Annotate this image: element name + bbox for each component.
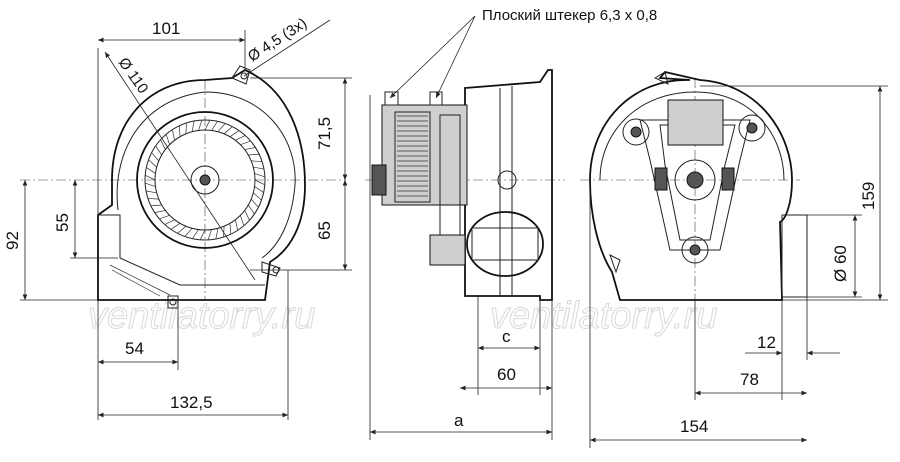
- dim-c: c: [502, 327, 511, 346]
- rear-view-dimensions: 159 Ø 60 12 78 154: [589, 85, 888, 448]
- front-view-dimensions: 101 Ø 4,5 (3x) Ø 110 71,5 65 92 55 54 13…: [3, 15, 352, 420]
- dim-65: 65: [315, 221, 334, 240]
- watermark-right: ventilatorry.ru: [490, 295, 717, 337]
- dim-132-5: 132,5: [170, 393, 213, 412]
- dim-12: 12: [757, 333, 776, 352]
- dim-92: 92: [3, 231, 22, 250]
- dim-60: 60: [497, 365, 516, 384]
- watermark-left: ventilatorry.ru: [88, 295, 315, 337]
- dim-78: 78: [740, 370, 759, 389]
- dim-154: 154: [680, 417, 708, 436]
- dim-a: a: [454, 411, 464, 430]
- rear-view: [580, 70, 808, 301]
- connector-callout: Плоский штекер 6,3 х 0,8: [482, 7, 657, 24]
- dim-71-5: 71,5: [315, 117, 334, 150]
- dim-101: 101: [152, 19, 180, 38]
- side-view: [365, 69, 565, 301]
- front-view: [20, 65, 345, 309]
- dim-159: 159: [859, 182, 878, 210]
- dim-54: 54: [125, 339, 144, 358]
- dim-hole: Ø 4,5 (3x): [245, 15, 310, 66]
- dim-dia60: Ø 60: [831, 245, 850, 282]
- side-view-dimensions: a c 60 Плоский штекер 6,3 х 0,8: [369, 7, 657, 440]
- dim-55: 55: [53, 213, 72, 232]
